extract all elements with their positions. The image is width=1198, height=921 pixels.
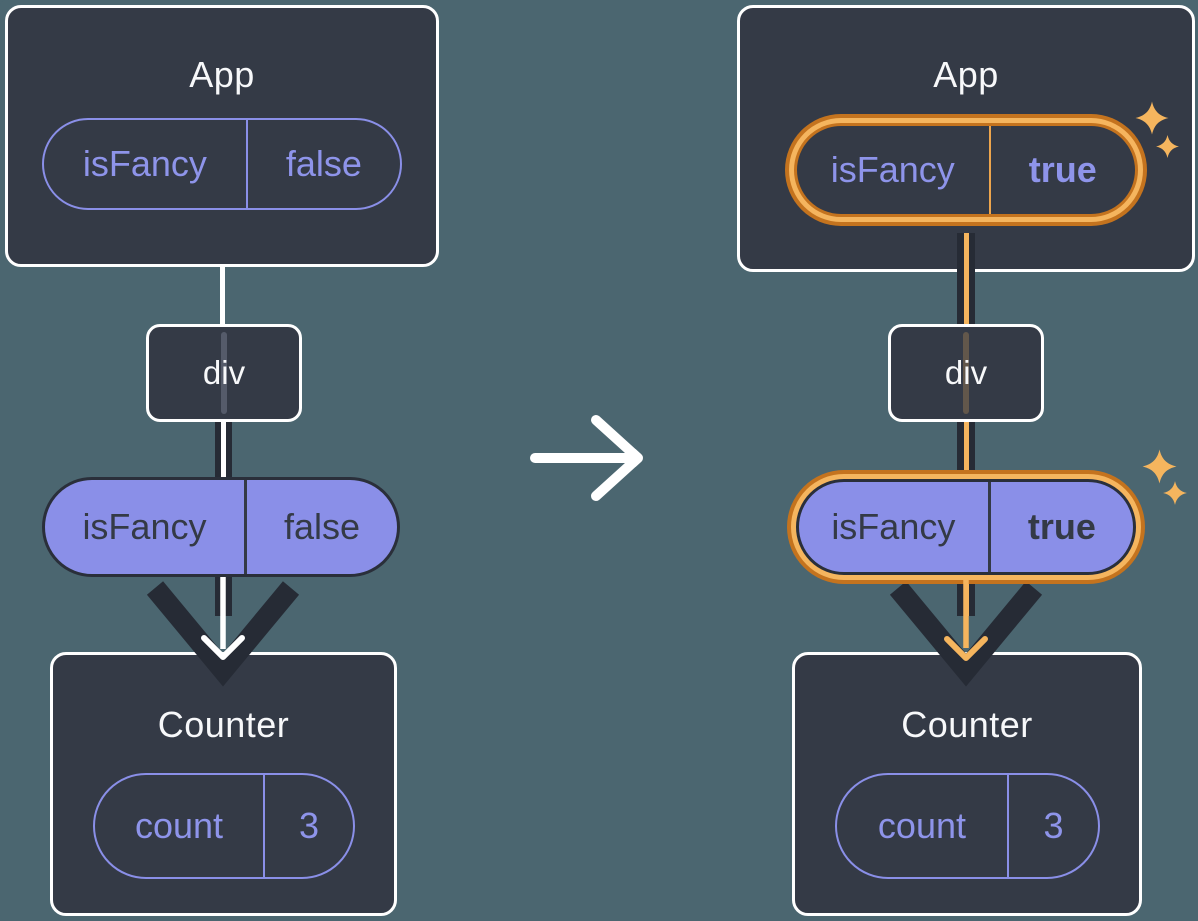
transition-arrow-icon <box>530 415 643 501</box>
state-value-cell: 3 <box>1007 775 1097 877</box>
prop-name-cell: isFancy <box>831 506 956 547</box>
sparkle-icon <box>1135 101 1169 135</box>
prop-value-cell: false <box>245 120 400 208</box>
app-title: App <box>933 54 999 95</box>
state-pill: count 3 <box>834 773 1100 879</box>
div-node: div <box>146 324 302 422</box>
counter-title: Counter <box>157 704 290 745</box>
app-title: App <box>189 54 255 95</box>
prop-value-cell: true <box>987 482 1133 572</box>
counter-title: Counter <box>901 704 1033 745</box>
passed-prop-pill: isFancy true <box>796 479 1136 575</box>
tree-edge-app-div <box>220 266 225 327</box>
prop-value-cell: true <box>988 126 1135 214</box>
app-card: App isFancy true <box>737 5 1195 272</box>
counter-card: Counter count 3 <box>50 652 397 916</box>
highlight-ring: isFancy true <box>789 118 1143 222</box>
state-name-cell: count <box>134 805 224 846</box>
div-label: div <box>202 354 246 391</box>
passed-prop-pill: isFancy false <box>42 477 400 577</box>
state-value-cell: 3 <box>263 775 352 877</box>
div-label: div <box>944 354 988 391</box>
sparkle-icon <box>1142 449 1177 484</box>
state-pill: count 3 <box>92 773 355 879</box>
app-card: App isFancy false <box>5 5 439 267</box>
prop-flow-arrow-inner <box>201 577 245 660</box>
prop-flow-arrow-inner <box>944 580 988 661</box>
state-name-cell: count <box>877 805 966 846</box>
prop-name-cell: isFancy <box>830 149 955 190</box>
edge-through-div <box>963 332 969 414</box>
prop-value-cell: false <box>243 480 397 574</box>
sparkle-icon <box>1163 481 1187 505</box>
app-prop-pill: isFancy false <box>42 118 402 210</box>
div-node: div <box>888 324 1044 422</box>
edge-through-div <box>221 332 227 414</box>
prop-name-cell: isFancy <box>82 143 207 184</box>
counter-card: Counter count 3 <box>792 652 1142 916</box>
app-prop-pill: isFancy true <box>794 123 1138 217</box>
highlight-ring: isFancy true <box>791 474 1141 580</box>
prop-name-cell: isFancy <box>82 506 207 547</box>
sparkle-icon <box>1156 135 1179 158</box>
